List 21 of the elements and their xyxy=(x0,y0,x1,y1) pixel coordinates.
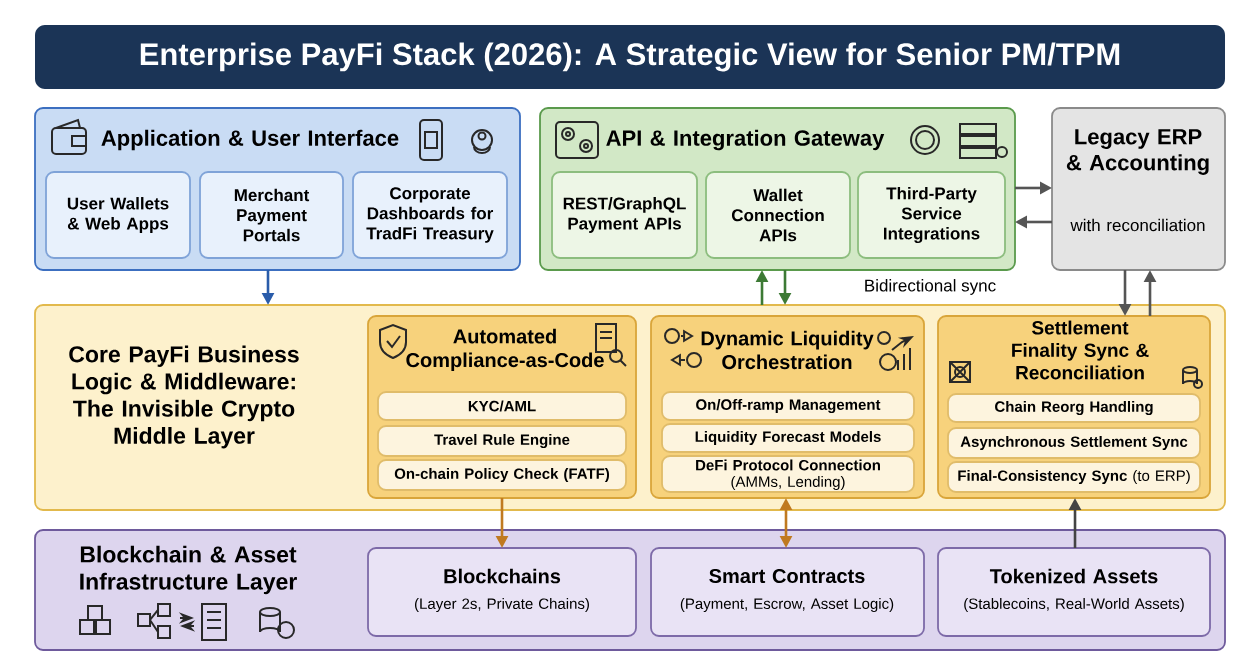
component-box: REST/GraphQL Payment APIs xyxy=(551,171,698,259)
feature-box: DeFi Protocol Connection (AMMs, Lending) xyxy=(661,455,915,493)
component-box: Merchant Payment Portals xyxy=(199,171,344,259)
feature-box: Travel Rule Engine xyxy=(377,425,627,457)
feature-box: Chain Reorg Handling xyxy=(947,393,1201,423)
component-box: Blockchains (Layer 2s, Private Chains) xyxy=(367,547,637,637)
title-banner: Enterprise PayFi Stack (2026): A Strategic View for Senior PM/TPM xyxy=(35,25,1225,89)
component-box: Tokenized Assets (Stablecoins, Real-World Assets) xyxy=(937,547,1211,637)
component-box: Wallet Connection APIs xyxy=(705,171,851,259)
system-box: Legacy ERP & Accounting with reconciliation xyxy=(1051,107,1226,271)
feature-box: KYC/AML xyxy=(377,391,627,421)
feature-box: On/Off-ramp Management xyxy=(661,391,915,421)
component-box: Smart Contracts (Payment, Escrow, Asset Logic) xyxy=(650,547,925,637)
feature-box: Asynchronous Settlement Sync xyxy=(947,427,1201,459)
feature-box: On-chain Policy Check (FATF) xyxy=(377,459,627,491)
component-box: Third-Party Service Integrations xyxy=(857,171,1006,259)
feature-box: Liquidity Forecast Models xyxy=(661,423,915,453)
feature-box: Final-Consistency Sync (to ERP) xyxy=(947,461,1201,493)
component-box: User Wallets & Web Apps xyxy=(45,171,191,259)
note-text: Bidirectional sync xyxy=(865,279,996,295)
component-box: Corporate Dashboards for TradFi Treasury xyxy=(352,171,508,259)
